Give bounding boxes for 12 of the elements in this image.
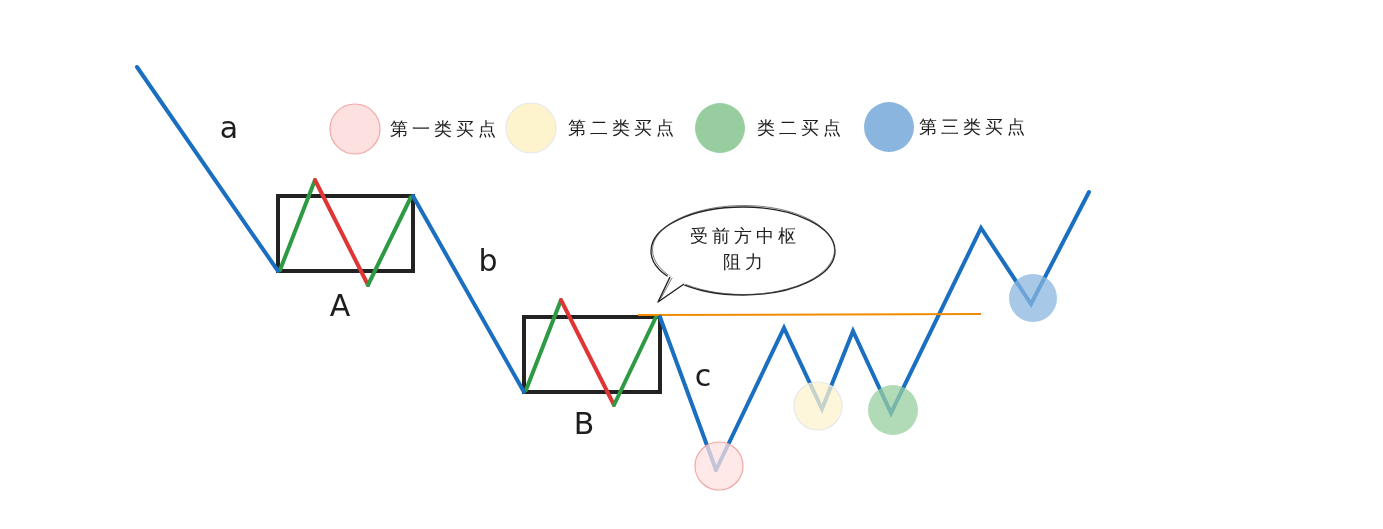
trend-line: [411, 194, 526, 394]
box-label: A: [329, 291, 351, 321]
edge-label: b: [478, 246, 498, 276]
box-label: B: [573, 409, 595, 439]
legend-label: 第一类买点: [390, 118, 500, 140]
legend-label: 第三类买点: [919, 116, 1029, 138]
edge-label: a: [219, 113, 239, 143]
trend-line: [135, 65, 280, 273]
legend-label: 第二类买点: [568, 117, 678, 139]
bubble-text: 受前方中枢阻力: [689, 224, 801, 274]
legend-label: 类二买点: [757, 117, 845, 139]
edge-label: c: [694, 361, 712, 391]
